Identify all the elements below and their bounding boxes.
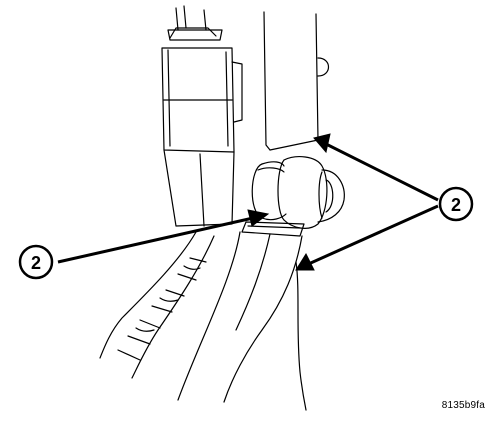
- callout-arrows: [57, 133, 439, 271]
- braided-harness: [99, 231, 215, 379]
- harness-connector: [161, 5, 243, 227]
- bracket-plate: [241, 221, 305, 237]
- callout-right: 2: [438, 186, 474, 222]
- grommet: [251, 156, 345, 229]
- figure-code: 8135b9fa: [441, 400, 485, 411]
- vertical-pipe: [263, 11, 330, 151]
- callout-label: 2: [31, 253, 41, 273]
- callout-label: 2: [451, 195, 461, 215]
- hoses: [177, 231, 307, 411]
- callout-left: 2: [18, 244, 54, 280]
